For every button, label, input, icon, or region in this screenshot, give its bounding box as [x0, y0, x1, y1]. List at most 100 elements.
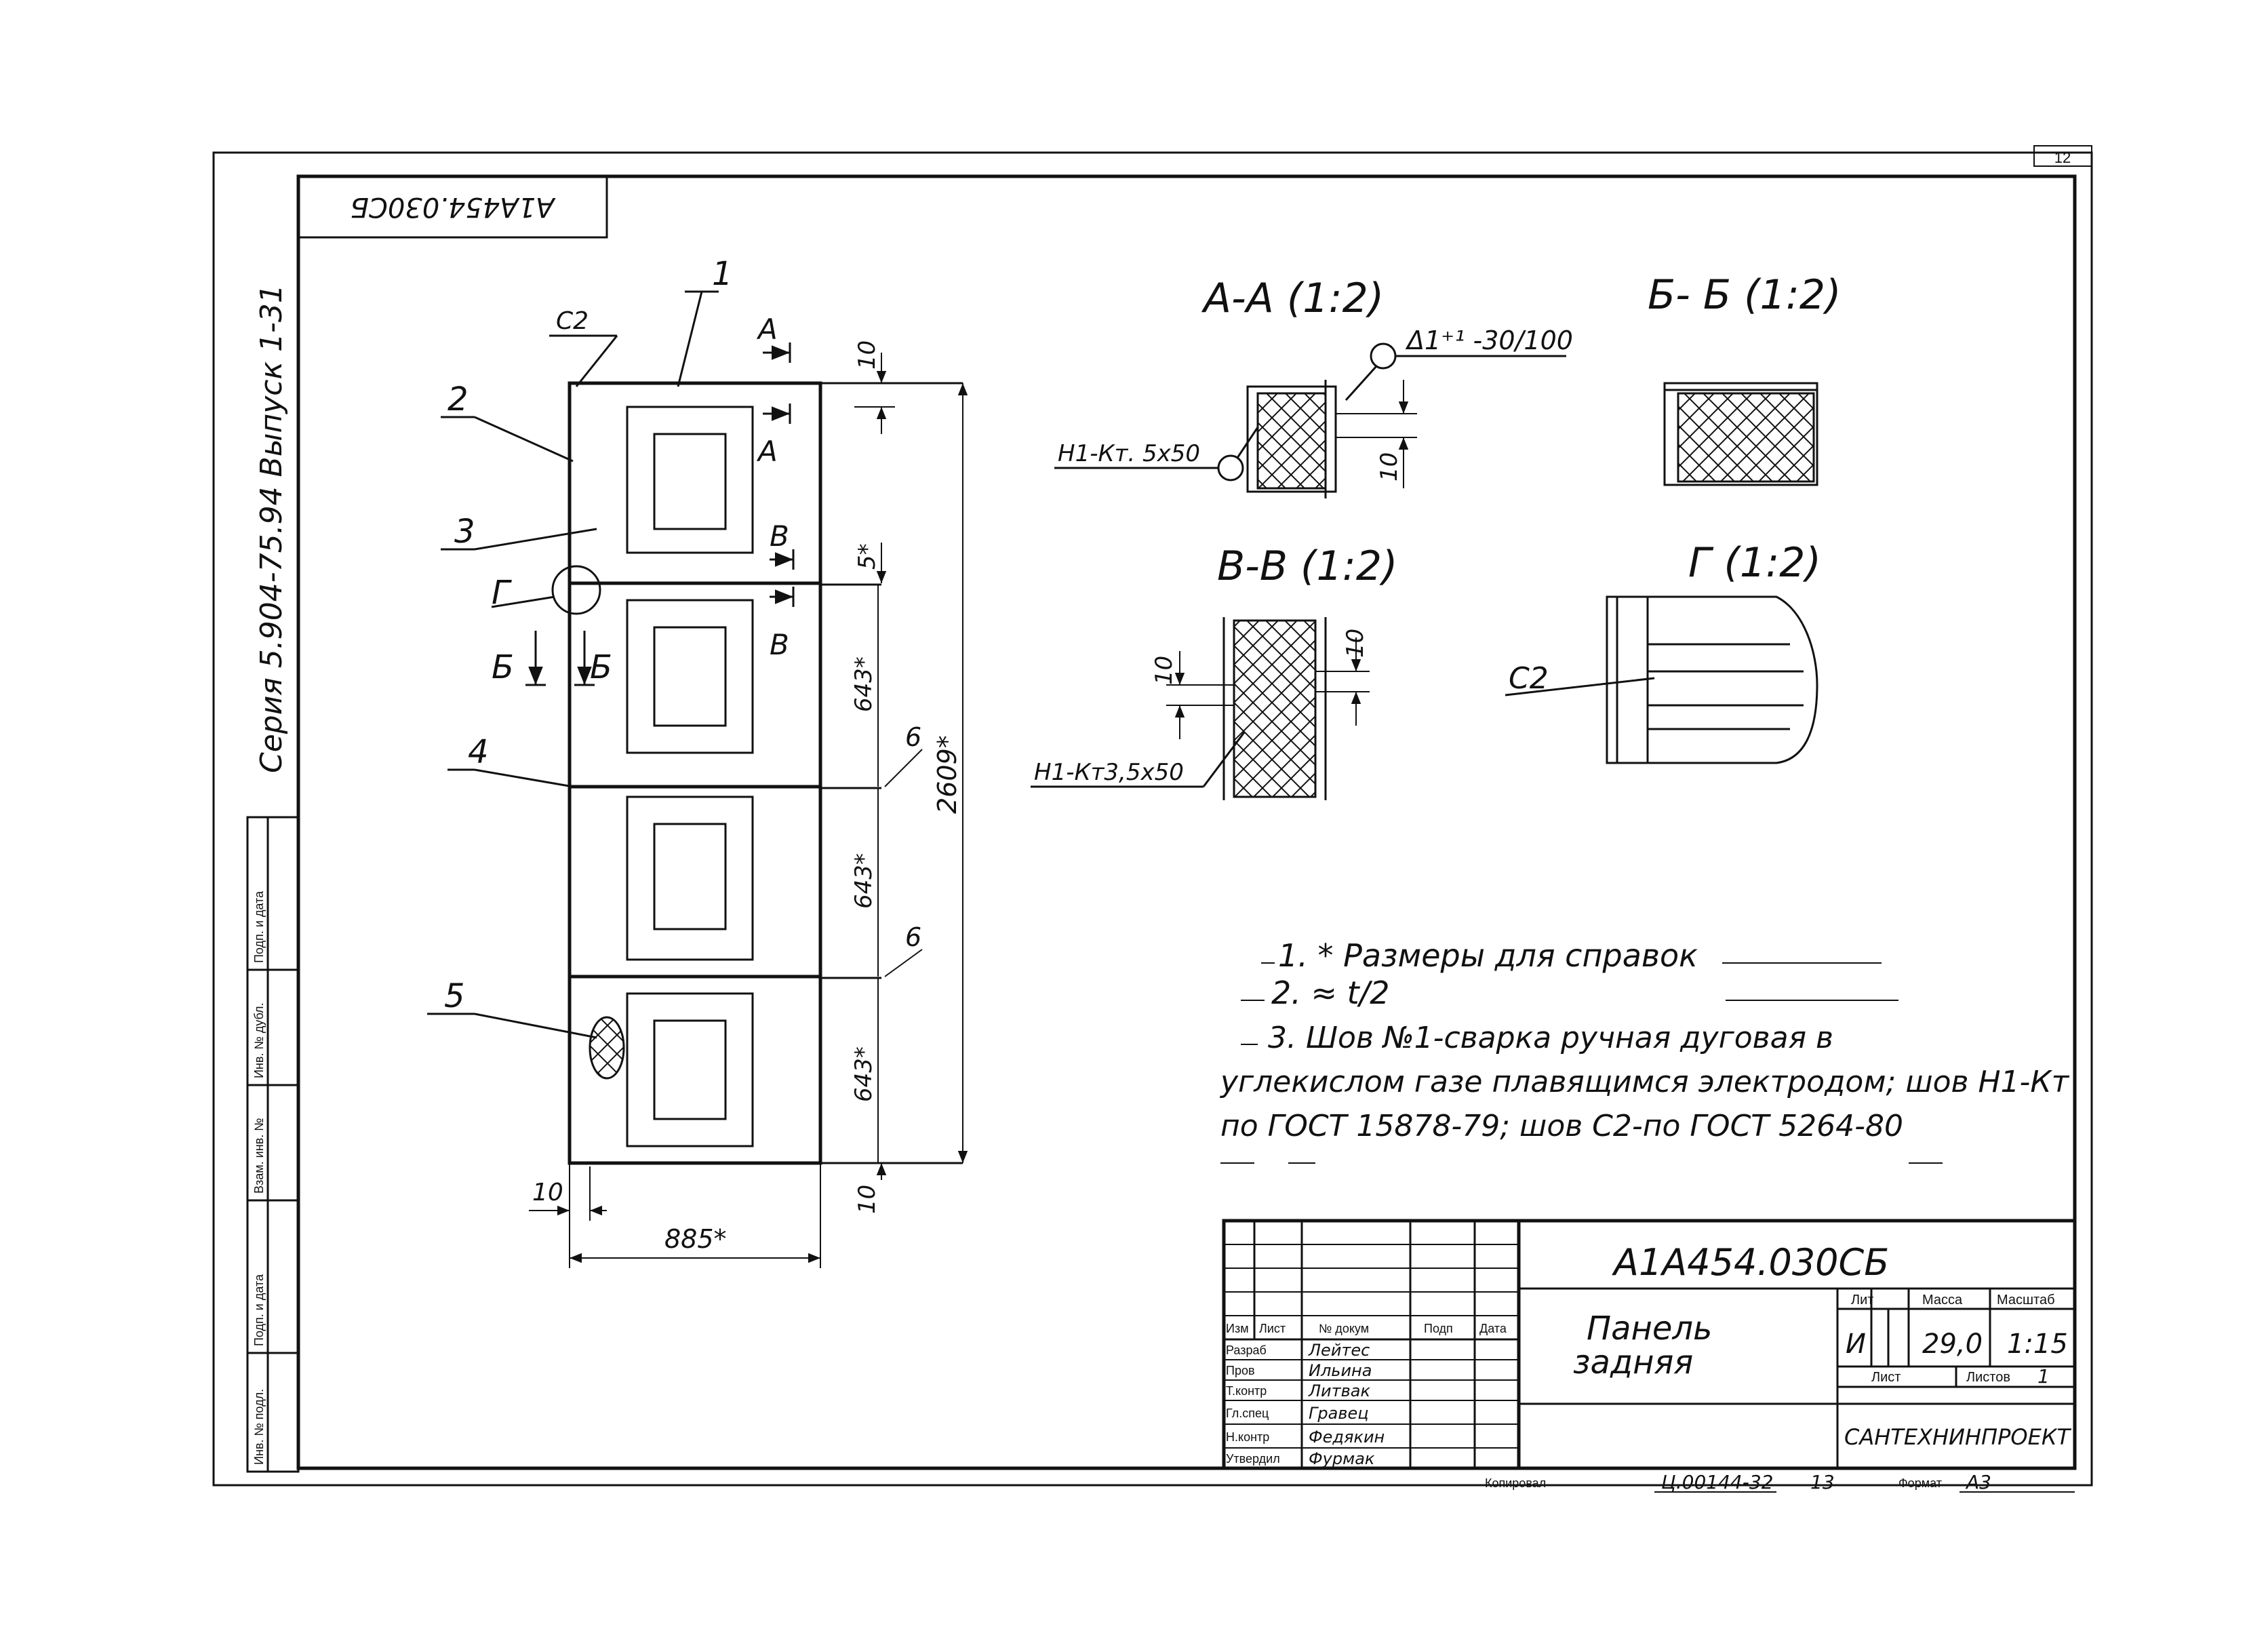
callout-3: 3	[454, 513, 475, 551]
head-lit: Лит	[1851, 1293, 1873, 1308]
module-2-inner	[653, 626, 727, 727]
dim-10-left: 10	[532, 1179, 563, 1206]
organization: САНТЕХНИНПРОЕКТ	[1844, 1424, 2072, 1450]
section-marker-a-bottom: А	[756, 435, 778, 468]
module-3-outer	[626, 795, 754, 961]
section-marker-v-bottom: В	[770, 628, 789, 661]
module-3-inner	[653, 823, 727, 930]
sheet-label: Лист	[1871, 1370, 1901, 1385]
name-5: Федякин	[1309, 1428, 1385, 1447]
panel-main-view	[551, 381, 963, 1165]
section-aa-title: А-А (1:2)	[1201, 275, 1384, 322]
role-1: Разраб	[1226, 1343, 1267, 1357]
product-name-1: Панель	[1587, 1310, 1712, 1348]
product-name-2: задняя	[1573, 1343, 1693, 1381]
module-2-outer	[626, 599, 754, 754]
hatched-insert	[589, 1016, 625, 1080]
format-value: А3	[1965, 1471, 1991, 1493]
dim-6-a: 6	[905, 722, 921, 752]
designation: A1A454.030СБ	[1612, 1241, 1889, 1284]
note-3c: по ГОСТ 15878-79; шов С2-по ГОСТ 5264-80	[1220, 1109, 1903, 1143]
section-vv-title: В-В (1:2)	[1217, 543, 1397, 590]
doc-code-box	[297, 175, 608, 239]
sheets-label: Листов	[1966, 1370, 2010, 1385]
note-3a: 3. Шов №1-сварка ручная дуговая в	[1268, 1021, 1833, 1055]
side-stamp-label-5: Инв. № подл.	[252, 1389, 266, 1465]
role-6: Утвердил	[1226, 1452, 1280, 1466]
side-stamp-label-1: Подп. и дата	[252, 890, 266, 963]
section-marker-b-right: Б	[590, 648, 612, 686]
note-2: 2. ≈ t/2	[1271, 975, 1389, 1011]
section-aa: А-А (1:2) Δ1⁺¹ -30/100 Н1-Кт. 5х50 10	[1054, 275, 1573, 498]
scale-value: 1:15	[2007, 1329, 2068, 1360]
section-aa-weld: Δ1⁺¹ -30/100	[1405, 326, 1573, 355]
dim-6-b: 6	[905, 922, 921, 952]
col-izm: Изм	[1226, 1322, 1249, 1335]
dim-643-b: 643*	[850, 853, 877, 909]
head-scale: Масштаб	[1997, 1293, 2055, 1308]
section-vv: В-В (1:2) 10 10 Н1-Кт3,5х50	[1031, 543, 1397, 800]
name-6: Фурмак	[1309, 1449, 1375, 1468]
head-mass: Масса	[1922, 1293, 1963, 1308]
module-4-inner	[653, 1019, 727, 1120]
module-1-inner	[653, 433, 727, 530]
col-list: Лист	[1259, 1322, 1286, 1335]
section-vv-dim-1: 10	[1151, 656, 1178, 685]
note-1: 1. * Размеры для справок	[1278, 937, 1698, 974]
detail-circle-g	[551, 565, 601, 615]
name-4: Гравец	[1309, 1404, 1369, 1423]
role-2: Пров	[1226, 1364, 1255, 1377]
role-4: Гл.спец	[1226, 1407, 1269, 1420]
lit-value: И	[1846, 1329, 1866, 1360]
series-text: Серия 5.904-75.94 Выпуск 1-31	[254, 284, 289, 773]
callout-5: 5	[444, 977, 465, 1015]
section-marker-b-left: Б	[492, 648, 514, 686]
section-bb: Б- Б (1:2)	[1648, 271, 1842, 486]
detail-g: Г (1:2) С2	[1505, 539, 1821, 764]
section-bb-title: Б- Б (1:2)	[1648, 271, 1842, 319]
detail-g-weld: С2	[1509, 661, 1549, 696]
notes: 1. * Размеры для справок 2. ≈ t/2 3. Шов…	[1219, 937, 2070, 1164]
section-aa-dim: 10	[1376, 452, 1403, 482]
name-1: Лейтес	[1308, 1341, 1370, 1360]
callout-2: 2	[447, 380, 469, 418]
module-4-outer	[626, 992, 754, 1147]
dim-10-bottom: 10	[854, 1185, 881, 1214]
side-stamp-label-4: Подп. и дата	[252, 1274, 266, 1346]
side-stamp: Подп. и дата Взам. инв. № Инв. № дубл. П…	[246, 816, 300, 1473]
name-3: Литвак	[1308, 1381, 1370, 1400]
detail-g-title: Г (1:2)	[1688, 539, 1821, 587]
sheets-value: 1	[2037, 1365, 2050, 1388]
callout-1: 1	[712, 255, 733, 293]
side-stamp-label-2: Взам. инв. №	[252, 1118, 266, 1194]
col-sign: Подп	[1424, 1322, 1453, 1335]
note-3b: углекислом газе плавящимся электродом; ш…	[1219, 1065, 2070, 1099]
module-1-outer	[626, 406, 754, 554]
col-date: Дата	[1479, 1322, 1507, 1335]
section-aa-seam: Н1-Кт. 5х50	[1058, 440, 1200, 467]
callouts: 1 2 3 4 5 С2 Г А А В В Б	[427, 255, 795, 1039]
dim-643-a: 643*	[850, 656, 877, 712]
mass-value: 29,0	[1922, 1329, 1983, 1360]
callout-g: Г	[492, 574, 512, 612]
doc-code-rotated: A1A454.030СБ	[351, 191, 557, 222]
copied-label: Копировал	[1485, 1476, 1546, 1490]
dimensions: 10 5* 643* 643* 643* 6 6 2609* 10 10 885…	[529, 340, 968, 1268]
role-5: Н.контр	[1226, 1430, 1269, 1444]
role-3: Т.контр	[1226, 1384, 1267, 1398]
copy-strip: Копировал Ц.00144-32 13 Формат А3	[1485, 1471, 2075, 1493]
callout-4: 4	[468, 733, 489, 771]
callout-weld-c2: С2	[556, 307, 589, 335]
title-block: Изм Лист № докум Подп Дата Разраб Лейтес…	[1222, 1219, 2077, 1470]
format-label: Формат	[1898, 1476, 1942, 1490]
sheet-number-box	[2033, 145, 2092, 167]
dim-885: 885*	[664, 1224, 727, 1254]
copy-code: Ц.00144-32	[1661, 1471, 1773, 1493]
section-vv-dim-2: 10	[1342, 629, 1369, 658]
copy-number: 13	[1810, 1471, 1835, 1493]
outer-frame	[212, 151, 2093, 1487]
side-stamp-label-3: Инв. № дубл.	[252, 1003, 266, 1078]
name-2: Ильина	[1309, 1361, 1372, 1380]
col-doc: № докум	[1319, 1322, 1369, 1335]
